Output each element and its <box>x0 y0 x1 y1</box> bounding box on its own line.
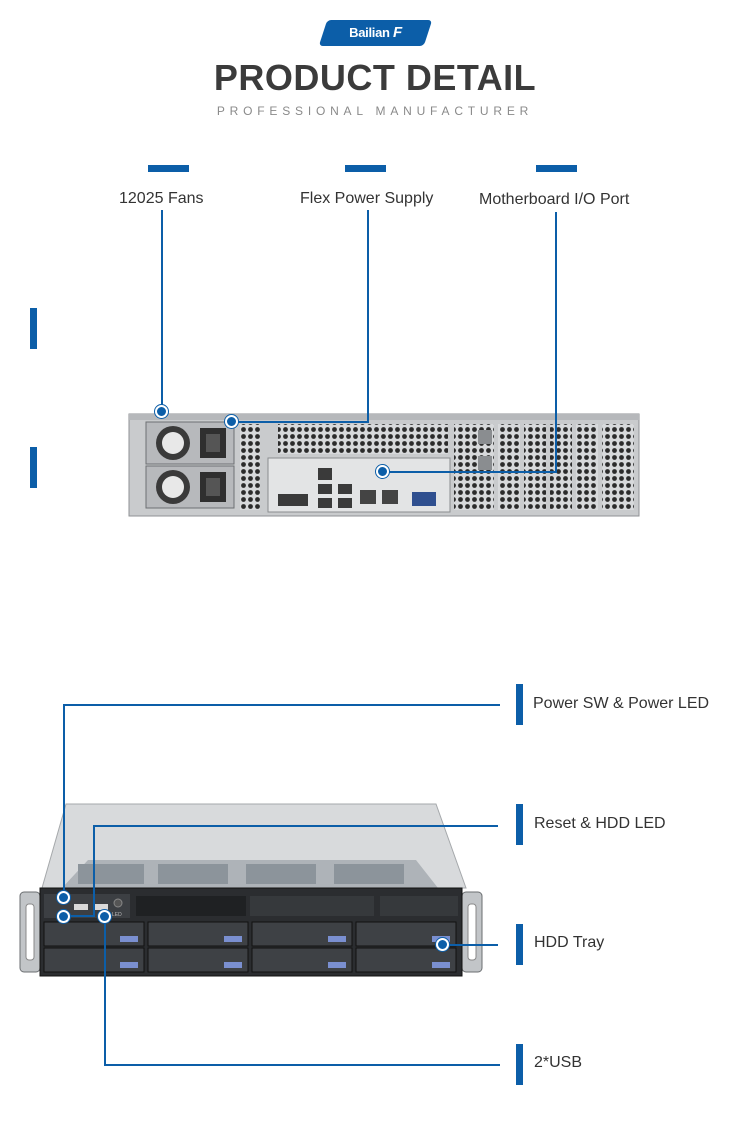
callout-hline-reset-led <box>63 915 95 917</box>
brand-logo: Bailian F <box>323 20 428 46</box>
rear-chassis-image <box>128 412 640 518</box>
callout-hline-hdd-tray <box>442 944 498 946</box>
callout-hline-usb <box>104 1064 500 1066</box>
callout-dot-usb <box>98 910 111 923</box>
label-hdd-tray: HDD Tray <box>534 934 605 951</box>
callout-hline-power-supply <box>232 421 369 423</box>
callout-line-fans <box>161 210 163 410</box>
callout-dot-fans <box>155 405 168 418</box>
page-title: PRODUCT DETAIL <box>213 57 537 98</box>
label-io-port: Motherboard I/O Port <box>479 191 630 208</box>
callout-bar-reset <box>516 804 523 845</box>
callout-bar-usb <box>516 1044 523 1085</box>
callout-line-power-supply <box>367 210 369 423</box>
callout-dot-io-port <box>376 465 389 478</box>
callout-dot-power-sw <box>57 891 70 904</box>
callout-line-io-port <box>555 212 557 473</box>
callout-bar-io-port <box>536 165 577 172</box>
callout-hline-power-sw <box>63 704 500 706</box>
callout-dot-reset <box>57 910 70 923</box>
label-power-sw: Power SW & Power LED <box>533 695 710 712</box>
callout-dot-hdd-tray <box>436 938 449 951</box>
label-usb: 2*USB <box>534 1054 583 1071</box>
callout-hline-reset <box>93 825 498 827</box>
side-bar-top <box>30 308 37 349</box>
label-fans: 12025 Fans <box>119 190 204 207</box>
page-subtitle: PROFESSIONAL MANUFACTURER <box>216 104 534 118</box>
callout-vline-reset <box>93 825 95 917</box>
label-reset: Reset & HDD LED <box>534 815 666 832</box>
side-bar-bottom <box>30 447 37 488</box>
label-power-supply: Flex Power Supply <box>300 190 434 207</box>
callout-bar-power-sw <box>516 684 523 725</box>
callout-bar-power-supply <box>345 165 386 172</box>
callout-bar-fans <box>148 165 189 172</box>
callout-dot-power-supply <box>225 415 238 428</box>
callout-vline-power-sw <box>63 704 65 896</box>
callout-vline-usb <box>104 917 106 1066</box>
brand-name: Bailian <box>349 25 390 40</box>
brand-mark: F <box>392 24 402 41</box>
led-text: LED <box>112 912 122 918</box>
callout-bar-hdd-tray <box>516 924 523 965</box>
callout-hline-io-port <box>382 471 557 473</box>
